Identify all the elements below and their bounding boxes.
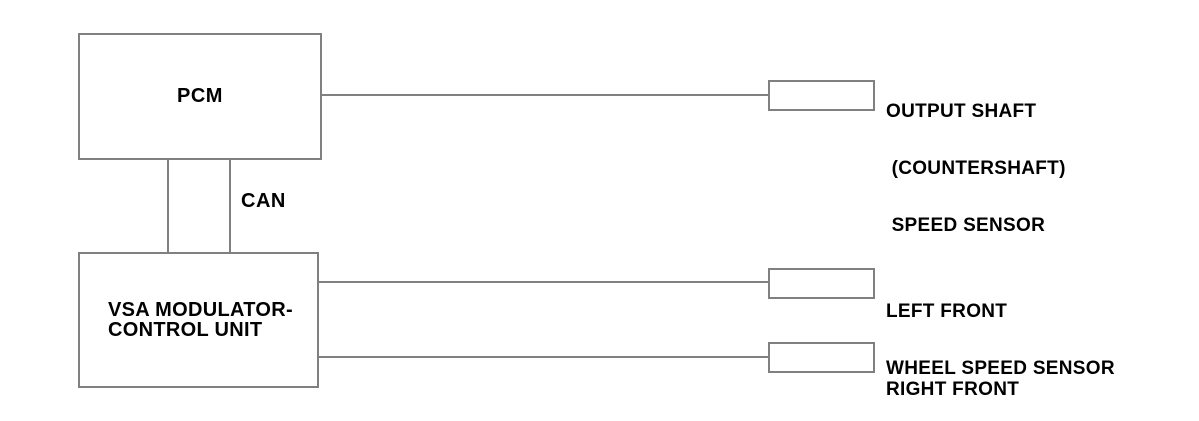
can-bus-label: CAN bbox=[241, 190, 286, 212]
left-front-wheel-sensor-label: LEFT FRONT WHEEL SPEED SENSOR bbox=[886, 264, 1115, 416]
pcm-box: PCM bbox=[78, 33, 322, 160]
sensor-label-line: LEFT FRONT bbox=[886, 301, 1008, 322]
sensor-label-line: SPEED SENSOR bbox=[886, 215, 1046, 236]
right-front-wheel-sensor-connector bbox=[768, 342, 875, 373]
right-front-wheel-sensor-wire bbox=[317, 356, 770, 358]
vsa-label-line-1: VSA MODULATOR- bbox=[108, 299, 293, 321]
sensor-label-line: RIGHT FRONT bbox=[886, 379, 1020, 400]
left-front-wheel-sensor-wire bbox=[317, 281, 770, 283]
output-shaft-sensor-connector bbox=[768, 80, 875, 111]
sensor-label-line: (COUNTERSHAFT) bbox=[886, 158, 1066, 179]
sensor-label-line: WHEEL SPEED SENSOR bbox=[886, 358, 1115, 379]
pcm-label: PCM bbox=[177, 85, 223, 107]
sensor-label-line: OUTPUT SHAFT bbox=[886, 101, 1037, 122]
right-front-wheel-sensor-label: RIGHT FRONT WHEEL SPEED SENSOR bbox=[886, 342, 1115, 421]
output-shaft-sensor-label: OUTPUT SHAFT (COUNTERSHAFT) SPEED SENSOR bbox=[886, 64, 1066, 273]
output-shaft-sensor-wire bbox=[320, 94, 770, 96]
left-front-wheel-sensor-connector bbox=[768, 268, 875, 299]
vsa-label-line-2: CONTROL UNIT bbox=[108, 319, 263, 341]
can-bus-wire-right bbox=[229, 158, 231, 254]
can-bus-wire-left bbox=[167, 158, 169, 254]
vsa-modulator-control-unit-box: VSA MODULATOR- CONTROL UNIT bbox=[78, 252, 319, 388]
